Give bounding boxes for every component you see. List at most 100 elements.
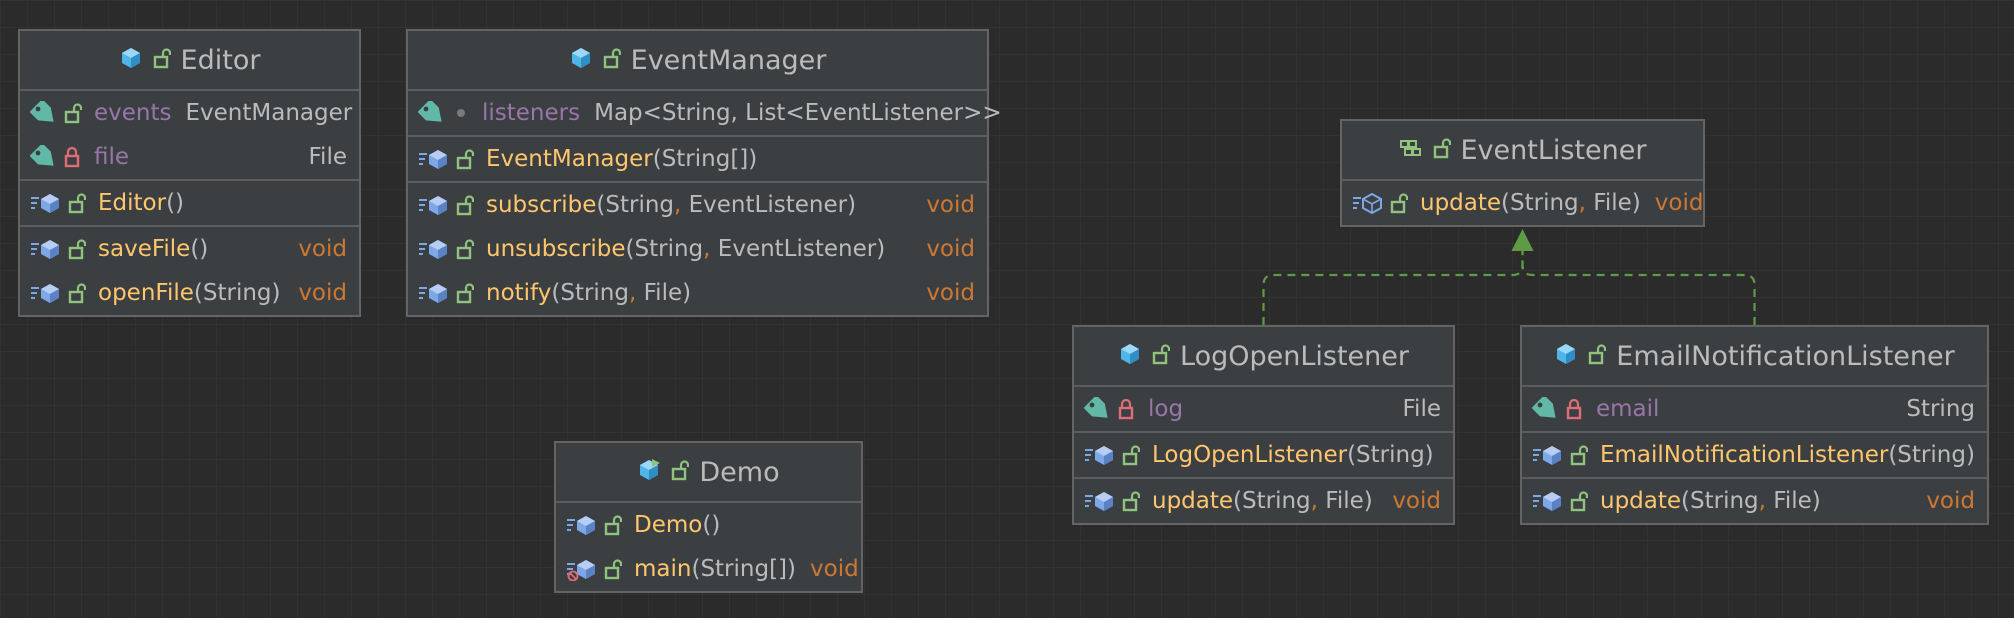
signature-part: , xyxy=(703,236,718,262)
method-icon xyxy=(30,281,62,305)
class-icon xyxy=(1554,342,1578,370)
member-signature: unsubscribe(String, EventListener) xyxy=(486,236,926,262)
public-lock-icon xyxy=(1122,489,1140,513)
member-icons xyxy=(30,281,86,305)
member-type: Map<String, List<EventListener>> xyxy=(594,100,1002,126)
signature-part: () xyxy=(702,512,721,538)
signature-part: listeners xyxy=(482,100,581,126)
realization-arrowhead xyxy=(1511,229,1534,251)
method-icon xyxy=(30,237,62,261)
class-member-row[interactable]: update(String, File)void xyxy=(1074,479,1453,523)
signature-part: Editor xyxy=(98,190,167,216)
member-signature: saveFile() xyxy=(98,236,298,262)
member-type: void xyxy=(1392,488,1441,514)
class-header[interactable]: EventManager xyxy=(408,31,987,91)
class-member-section: update(String, File)void xyxy=(1342,181,1703,225)
public-lock-icon xyxy=(1152,342,1171,370)
class-title: LogOpenListener xyxy=(1180,340,1409,372)
private-lock-icon xyxy=(1118,397,1136,421)
class-title: Demo xyxy=(699,456,780,488)
class-header[interactable]: LogOpenListener xyxy=(1074,327,1453,387)
public-lock-icon xyxy=(1570,489,1588,513)
class-member-row[interactable]: update(String, File)void xyxy=(1522,479,1987,523)
signature-part: file xyxy=(94,144,130,170)
member-signature: update(String, File) xyxy=(1600,488,1926,514)
private-lock-icon xyxy=(64,145,82,169)
class-header[interactable]: EventListener xyxy=(1342,121,1703,181)
signature-part: (String xyxy=(1501,190,1579,216)
member-icons xyxy=(30,191,86,215)
realization-edge-email-notification-listener[interactable] xyxy=(1521,249,1756,325)
class-member-row[interactable]: openFile(String)void xyxy=(20,271,359,315)
member-icons xyxy=(1532,397,1584,421)
public-lock-icon xyxy=(456,237,474,261)
member-icons xyxy=(1352,191,1408,215)
member-icons xyxy=(566,513,622,537)
method-icon xyxy=(1084,489,1116,513)
class-member-row[interactable]: listeners Map<String, List<EventListener>… xyxy=(408,91,1002,135)
class-member-row[interactable]: EventManager(String[]) xyxy=(408,137,987,181)
class-header[interactable]: EmailNotificationListener xyxy=(1522,327,1987,387)
class-member-section: Editor() xyxy=(20,181,359,227)
public-lock-icon xyxy=(68,191,86,215)
signature-part: File) xyxy=(1773,488,1821,514)
class-member-section: Demo()main(String[])void xyxy=(556,503,861,591)
class-member-section: listeners Map<String, List<EventListener>… xyxy=(408,91,1002,137)
method-icon xyxy=(1532,489,1564,513)
signature-part: EventListener) xyxy=(717,236,886,262)
class-title: Editor xyxy=(180,44,261,76)
signature-part: , xyxy=(629,280,644,306)
signature-part: (String) xyxy=(1347,442,1434,468)
member-signature: email xyxy=(1596,396,1906,422)
member-icons xyxy=(566,557,622,581)
signature-part: (String xyxy=(1233,488,1311,514)
member-signature: notify(String, File) xyxy=(486,280,926,306)
class-member-section: EventManager(String[]) xyxy=(408,137,987,183)
class-header[interactable]: Demo xyxy=(556,443,861,503)
method-icon xyxy=(1532,443,1564,467)
class-member-row[interactable]: subscribe(String, EventListener)void xyxy=(408,183,987,227)
member-icons xyxy=(30,101,82,125)
class-member-row[interactable]: saveFile()void xyxy=(20,227,359,271)
signature-part: (String xyxy=(596,192,675,218)
public-lock-icon xyxy=(671,458,690,486)
class-icon xyxy=(1118,342,1142,370)
signature-part: (String[]) xyxy=(691,556,797,582)
class-member-row[interactable]: unsubscribe(String, EventListener)void xyxy=(408,227,987,271)
static-method-icon xyxy=(566,557,598,581)
signature-part: () xyxy=(190,236,209,262)
class-member-row[interactable]: Editor() xyxy=(20,181,359,225)
interface-icon xyxy=(1399,136,1423,164)
member-signature: listeners xyxy=(482,100,580,126)
private-lock-icon xyxy=(1566,397,1584,421)
member-icons xyxy=(418,147,474,171)
class-member-row[interactable]: EmailNotificationListener(String) xyxy=(1522,433,1987,477)
signature-part: (String[]) xyxy=(652,146,758,172)
class-member-row[interactable]: LogOpenListener(String) xyxy=(1074,433,1453,477)
member-icons xyxy=(1532,489,1588,513)
member-icons xyxy=(418,101,470,125)
member-type: String xyxy=(1906,396,1975,422)
class-box-event-manager[interactable]: EventManager listeners Map<String, List<Ev… xyxy=(406,29,1002,317)
class-member-row[interactable]: main(String[])void xyxy=(556,547,861,591)
signature-part: , xyxy=(1758,488,1774,514)
class-member-row[interactable]: update(String, File)void xyxy=(1342,181,1703,225)
member-icons xyxy=(418,281,474,305)
class-member-row[interactable]: notify(String, File)void xyxy=(408,271,987,315)
member-type: void xyxy=(926,192,975,218)
realization-edge-log-open-listener[interactable] xyxy=(1262,249,1524,325)
member-type: void xyxy=(1654,190,1704,216)
class-header[interactable]: Editor xyxy=(20,31,359,91)
class-member-row[interactable]: Demo() xyxy=(556,503,861,547)
